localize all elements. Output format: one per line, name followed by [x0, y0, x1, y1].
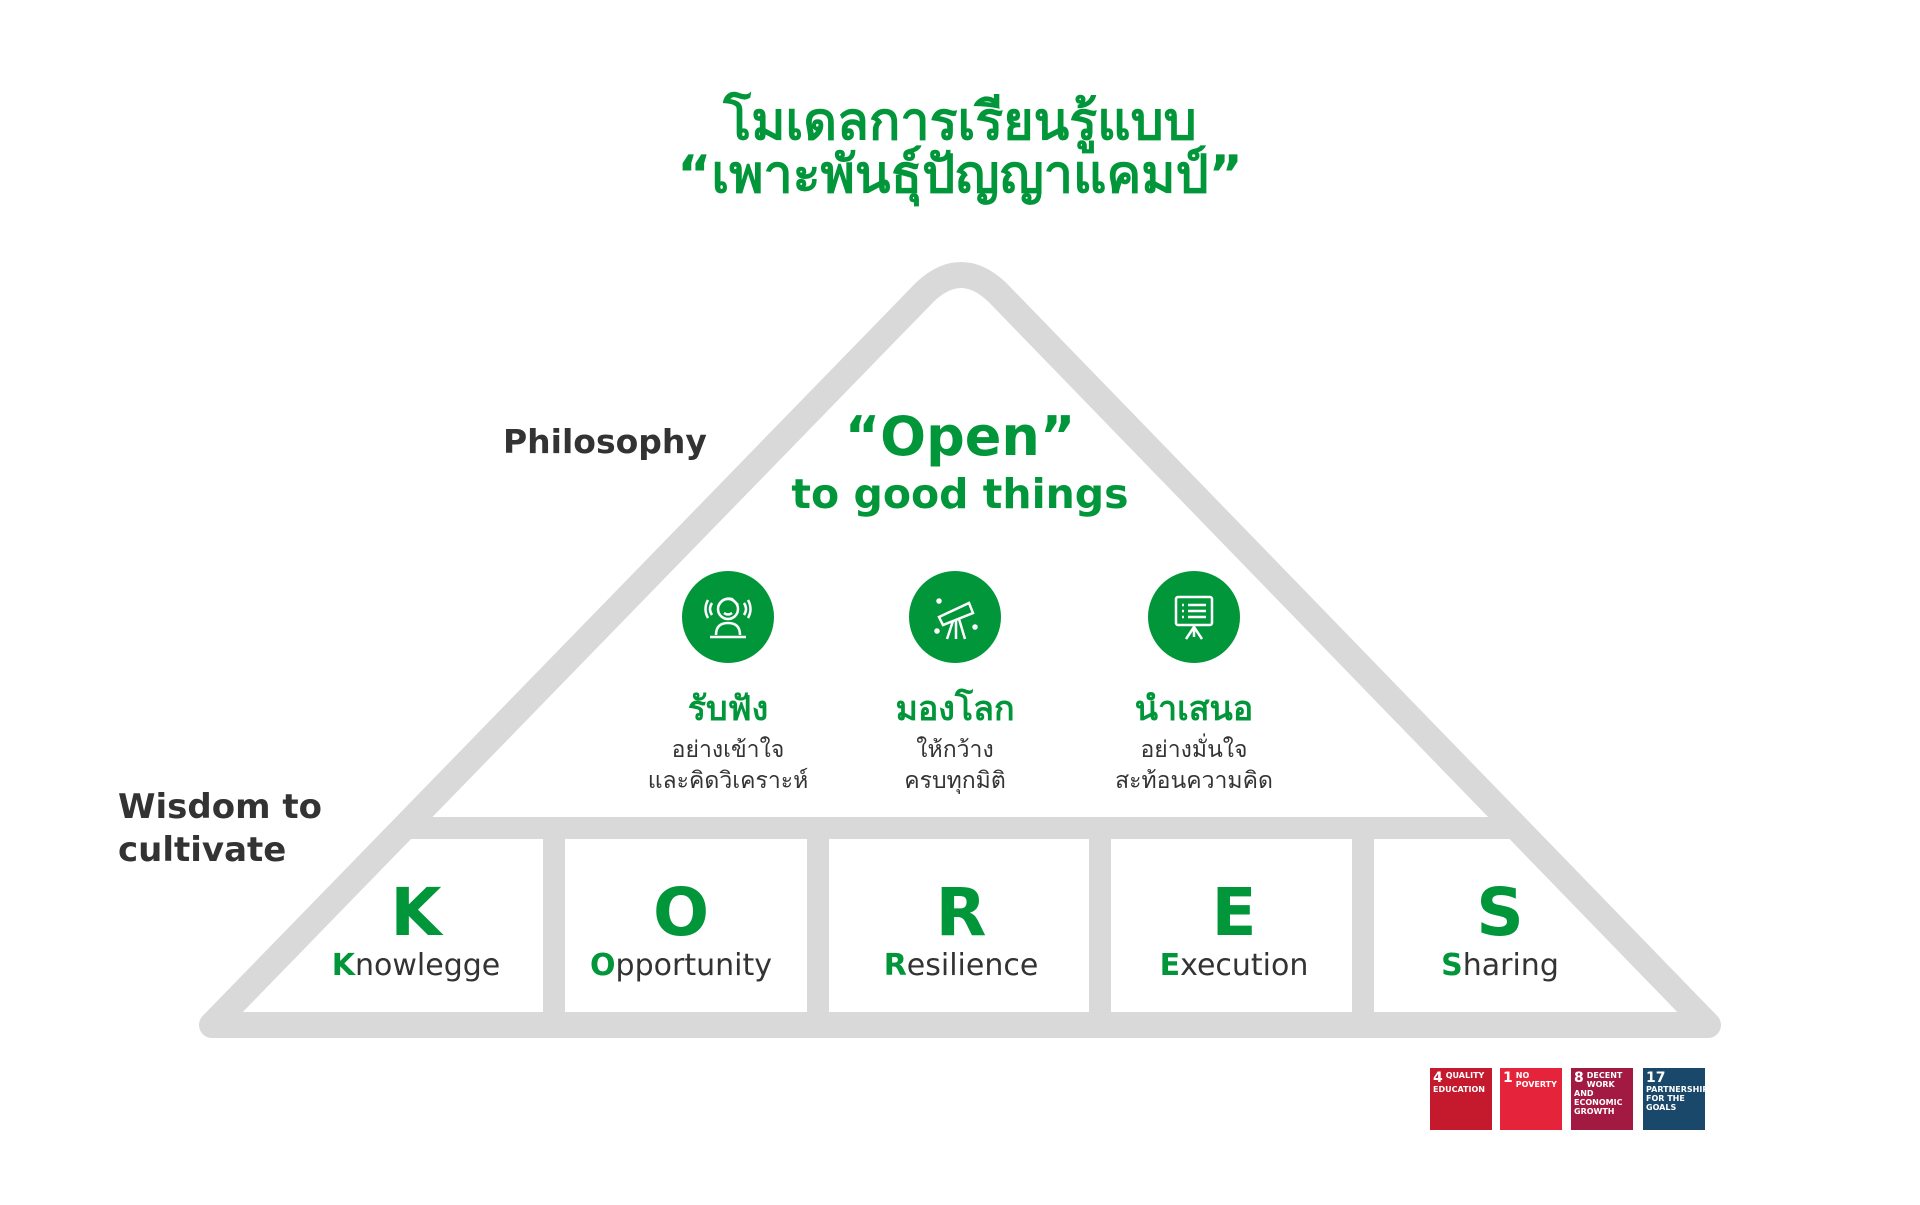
pillar-line: และคิดวิเคราะห์ — [647, 768, 809, 794]
kores-resilience: R Resilience — [883, 874, 1039, 984]
kores-sharing: S Sharing — [1441, 874, 1559, 984]
kores-letter: E — [1211, 874, 1257, 951]
pillar-title: รับฟัง — [687, 689, 769, 729]
pillar-line: ครบทุกมิติ — [904, 768, 1006, 794]
kores-letter: K — [390, 874, 442, 951]
sdg-17-badge: 17PARTNERSHIPS FOR THE GOALS — [1643, 1068, 1705, 1130]
kores-knowledge: K Knowlegge — [331, 874, 501, 984]
pillar-see-world: มองโลก ให้กว้าง ครบทุกมิติ — [895, 681, 1014, 797]
philosophy-headline: “Open” — [844, 405, 1076, 468]
kores-word: Sharing — [1441, 948, 1559, 983]
wisdom-label-line-1: Wisdom to — [118, 787, 322, 827]
pillar-line: อย่างมั่นใจ — [1140, 737, 1248, 763]
wisdom-label: Wisdom to cultivate — [118, 786, 322, 872]
philosophy-label: Philosophy — [503, 422, 707, 461]
listening-person-icon — [682, 571, 774, 663]
telescope-icon — [909, 571, 1001, 663]
kores-word: Resilience — [883, 948, 1039, 983]
pillar-present: นำเสนอ อย่างมั่นใจ สะท้อนความคิด — [1115, 681, 1273, 797]
pillar-line: สะท้อนความคิด — [1115, 768, 1273, 794]
kores-letter: O — [652, 874, 710, 951]
title-line-2: “เพาะพันธุ์ปัญญาแคมป์” — [677, 145, 1243, 205]
presentation-board-icon — [1148, 571, 1240, 663]
kores-letter: R — [935, 874, 987, 951]
pillar-title: มองโลก — [895, 689, 1015, 729]
pillar-line: ให้กว้าง — [916, 737, 994, 763]
pillar-line: อย่างเข้าใจ — [671, 737, 785, 763]
wisdom-label-line-2: cultivate — [118, 830, 287, 870]
pillar-title: นำเสนอ — [1134, 689, 1254, 729]
kores-opportunity: O Opportunity — [590, 874, 772, 984]
kores-word: Opportunity — [590, 948, 772, 983]
pillar-listen: รับฟัง อย่างเข้าใจ และคิดวิเคราะห์ — [648, 681, 809, 797]
pyramid-outline — [199, 262, 1721, 1038]
kores-word: Execution — [1159, 948, 1309, 983]
philosophy-subline: to good things — [791, 470, 1129, 518]
kores-execution: E Execution — [1159, 874, 1309, 984]
kores-letter: S — [1476, 874, 1524, 951]
title-line-1: โมเดลการเรียนรู้แบบ — [723, 92, 1197, 152]
kores-word: Knowlegge — [331, 948, 501, 983]
